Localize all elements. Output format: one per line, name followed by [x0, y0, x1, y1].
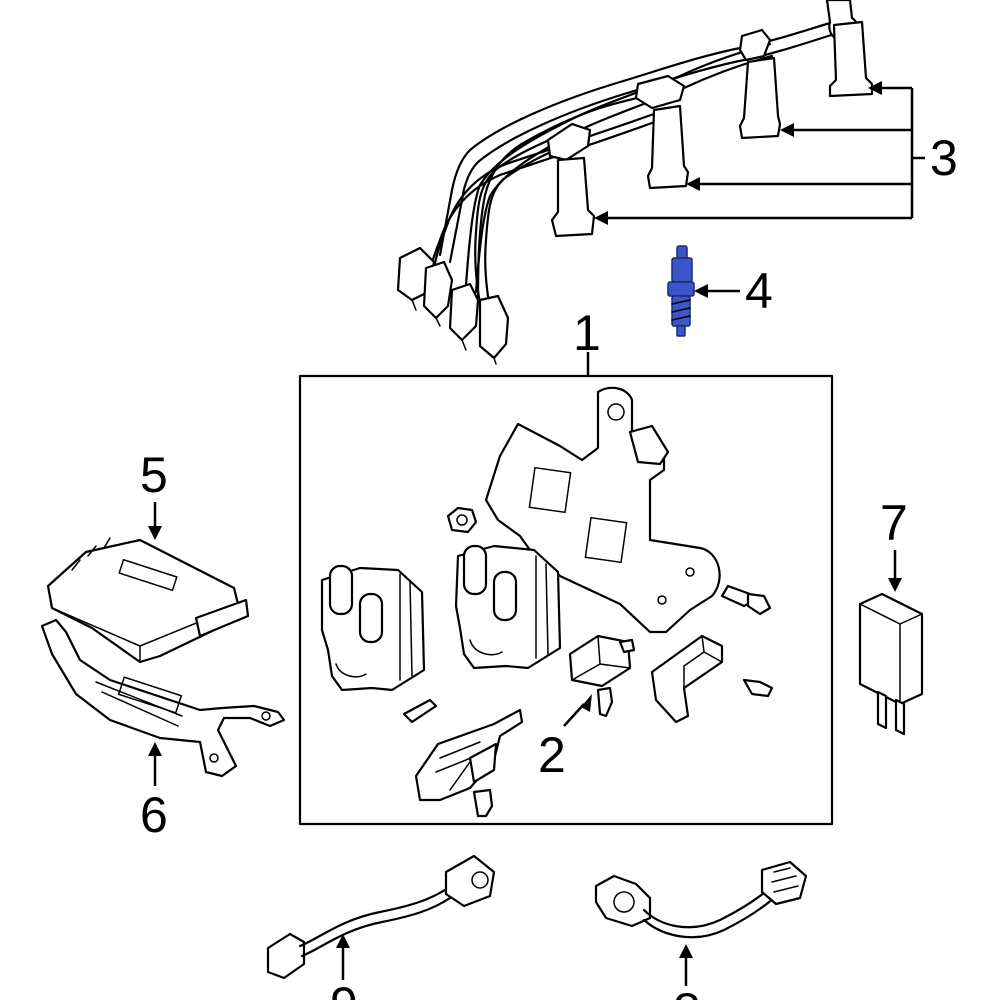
callout-2-leader	[563, 694, 592, 727]
hex-nut[interactable]	[446, 506, 478, 534]
locating-pin[interactable]	[402, 698, 438, 724]
callout-5-leader	[148, 502, 162, 540]
spark-plug-wire-set[interactable]	[396, 0, 874, 365]
mounting-bolt[interactable]	[720, 584, 772, 616]
callout-8: 8	[673, 983, 701, 1000]
coil-mounting-bracket[interactable]	[484, 386, 721, 634]
callout-5: 5	[140, 447, 168, 503]
callout-3: 3	[930, 130, 958, 186]
oxygen-sensor-front[interactable]	[266, 854, 496, 980]
plug-boot-1	[828, 20, 874, 98]
module-screw[interactable]	[596, 686, 614, 718]
engine-control-module[interactable]	[46, 537, 250, 664]
callout-4: 4	[745, 263, 773, 319]
callout-9: 9	[330, 977, 358, 1000]
bracket-screw[interactable]	[742, 678, 774, 698]
callout-6: 6	[140, 787, 168, 843]
callout-2: 2	[538, 727, 566, 783]
ignition-module[interactable]	[568, 634, 636, 688]
ecm-mounting-bracket[interactable]	[40, 618, 286, 778]
callout-3-leaders	[594, 81, 925, 225]
ignition-coil-right[interactable]	[454, 544, 562, 670]
callout-6-leader	[148, 742, 162, 786]
ignition-coil-kit-box	[298, 374, 834, 826]
spark-plug[interactable]	[667, 245, 695, 337]
plug-boot-3	[646, 104, 690, 190]
oxygen-sensor-rear[interactable]	[594, 860, 808, 939]
connector-bolt[interactable]	[472, 788, 494, 818]
plug-boot-4	[550, 156, 596, 238]
callout-7-leader	[888, 550, 902, 592]
relay[interactable]	[858, 592, 924, 736]
small-bracket[interactable]	[650, 634, 724, 724]
callout-9-leader	[336, 934, 350, 980]
callout-7: 7	[880, 495, 908, 551]
wiring-connector[interactable]	[414, 708, 524, 802]
callout-8-leader	[679, 944, 693, 986]
callout-4-leader	[694, 284, 740, 298]
callout-1: 1	[573, 305, 601, 361]
ignition-coil-left[interactable]	[320, 564, 426, 692]
plug-boot-2	[738, 56, 782, 140]
